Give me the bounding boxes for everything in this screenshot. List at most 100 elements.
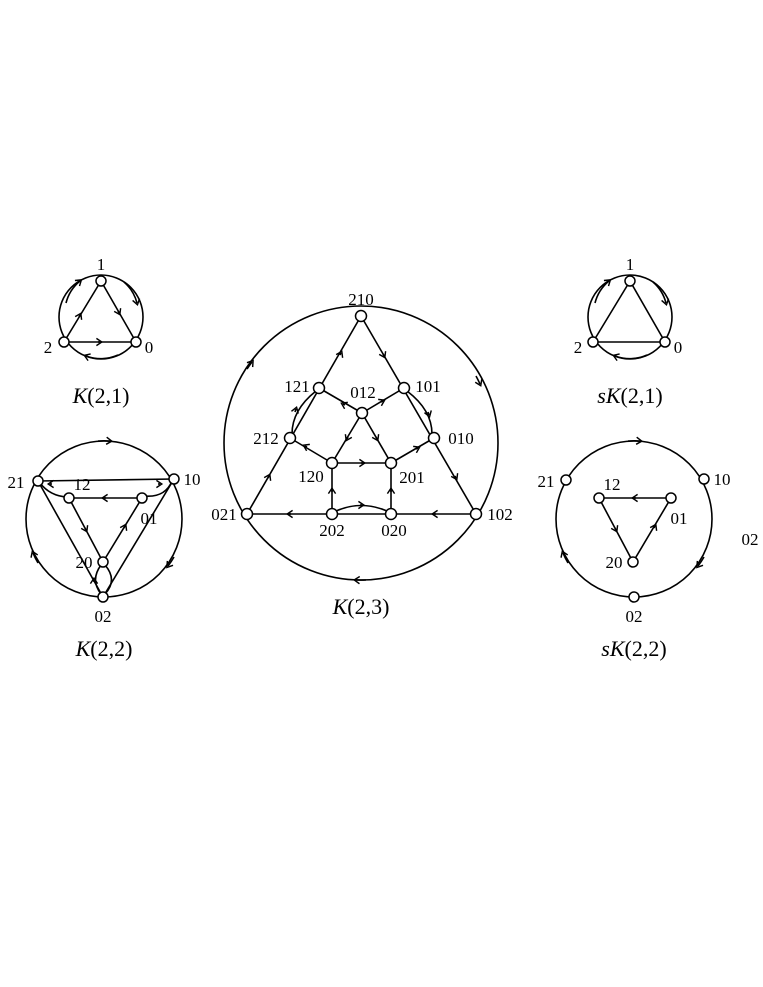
k23-label-012: 012	[350, 383, 376, 402]
k23-node-020	[384, 507, 398, 521]
graph-sk22: 21 12 10 01 20 02 02 sK(2,2)	[538, 436, 759, 661]
k22-caption: K(2,2)	[75, 636, 133, 661]
k23-loop-202-020	[335, 504, 388, 512]
k23-loop-121-212	[291, 390, 317, 435]
k23-arrow-012-201	[371, 434, 380, 442]
sk22-label-02-outside: 02	[742, 530, 759, 549]
sk21-arc-arrow-right	[652, 281, 670, 306]
k23-label-121: 121	[284, 377, 310, 396]
sk22-caption: sK(2,2)	[601, 636, 666, 661]
k21-label-0: 0	[145, 338, 154, 357]
k22-edge-21-10	[37, 478, 175, 482]
k21-node-1	[95, 275, 107, 287]
k22-arc-arrow-left	[30, 550, 39, 564]
graph-k23: 210 121 012 101 212 010 120 201 021 202 …	[211, 290, 513, 619]
sk21-arc-arrow-bottom	[612, 353, 648, 362]
sk22-edge-01-20	[632, 497, 672, 563]
sk22-node-10	[698, 473, 710, 485]
k22-node-12	[63, 492, 75, 504]
k21-arrow-1-0	[113, 308, 122, 316]
sk22-label-02: 02	[626, 607, 643, 626]
sk21-label-0: 0	[674, 338, 683, 357]
k23-node-202	[325, 507, 339, 521]
k22-label-21: 21	[8, 473, 25, 492]
k23-edge-010-201	[390, 437, 435, 464]
k22-label-12: 12	[74, 475, 91, 494]
k22-label-01: 01	[141, 509, 158, 528]
k22-ring	[25, 440, 183, 598]
k22-edge-10-02	[102, 478, 175, 598]
graph-k22: 21 12 10 01 20 02 K(2,2)	[8, 436, 201, 661]
k23-arrow-210-101	[378, 351, 387, 359]
k23-node-012	[355, 406, 369, 420]
k21-label-1: 1	[97, 255, 106, 274]
k23-arrow-012-120	[344, 434, 353, 442]
sk21-ring	[587, 274, 673, 360]
sk22-node-02	[628, 591, 640, 603]
k23-label-021: 021	[211, 505, 237, 524]
sk22-node-20	[627, 556, 639, 568]
k23-node-201	[384, 456, 398, 470]
k22-label-10: 10	[184, 470, 201, 489]
k21-arc-arrow-bottom	[83, 353, 119, 362]
sk21-node-0	[659, 336, 671, 348]
k23-edge-210-102	[360, 315, 477, 515]
k22-label-20: 20	[76, 553, 93, 572]
k23-arrow-012-121	[340, 401, 348, 410]
k22-node-10	[168, 473, 180, 485]
graph-sk21: 1 2 0 sK(2,1)	[574, 255, 683, 408]
k22-edge-01-20	[102, 497, 143, 563]
k23-label-120: 120	[298, 467, 324, 486]
sk22-label-21: 21	[538, 472, 555, 491]
k21-node-0	[130, 336, 142, 348]
k23-node-010	[427, 431, 441, 445]
k21-edge-1-2	[63, 280, 102, 343]
k22-arrow-12-20	[80, 525, 89, 533]
sk22-arrow-20-01	[649, 523, 658, 531]
sk21-node-2	[587, 336, 599, 348]
sk22-arc-arrow-right	[696, 556, 705, 569]
k23-arrow-021-212	[263, 473, 272, 481]
sk22-label-12: 12	[604, 475, 621, 494]
k23-caption: K(2,3)	[332, 594, 390, 619]
k22-loop-20-02-right	[104, 564, 113, 595]
sk21-label-1: 1	[626, 255, 635, 274]
sk21-caption: sK(2,1)	[597, 383, 662, 408]
k23-label-020: 020	[381, 521, 407, 540]
k23-node-121	[312, 381, 326, 395]
k23-arrow-010-102	[450, 473, 459, 481]
k23-arc-arrow-left	[246, 359, 254, 370]
k22-label-02: 02	[95, 607, 112, 626]
sk22-node-12	[593, 492, 605, 504]
sk21-edge-1-0	[629, 280, 666, 343]
k23-node-102	[469, 507, 483, 521]
sk22-node-21	[560, 474, 572, 486]
sk22-node-01	[665, 492, 677, 504]
k23-edge-121-012	[318, 387, 363, 414]
k23-arc-arrow-right	[474, 375, 483, 387]
k23-node-120	[325, 456, 339, 470]
graph-k21: 1 2 0 K(2,1)	[44, 255, 154, 408]
k23-label-102: 102	[487, 505, 513, 524]
k23-label-202: 202	[319, 521, 345, 540]
k23-label-010: 010	[448, 429, 474, 448]
sk21-node-1	[624, 275, 636, 287]
sk21-edge-1-2	[592, 280, 631, 343]
k23-arrow-loop-101	[424, 410, 432, 418]
k22-loop-20-02-left	[94, 564, 102, 595]
k23-label-212: 212	[253, 429, 279, 448]
k23-label-101: 101	[415, 377, 441, 396]
k23-arrow-loop-121	[291, 406, 299, 414]
k21-label-2: 2	[44, 338, 53, 357]
sk22-label-01: 01	[671, 509, 688, 528]
k22-node-01	[136, 492, 148, 504]
k23-node-212	[283, 431, 297, 445]
k22-arc-arrow-right	[166, 556, 175, 569]
k21-arc-arrow-left	[65, 279, 83, 304]
sk21-arc-arrow-left	[594, 279, 612, 304]
k23-arrow-012-101	[378, 398, 386, 407]
k23-arrow-201-010	[413, 445, 421, 454]
k21-arrow-2-1	[74, 312, 83, 320]
k21-arc-arrow-right	[123, 281, 141, 306]
